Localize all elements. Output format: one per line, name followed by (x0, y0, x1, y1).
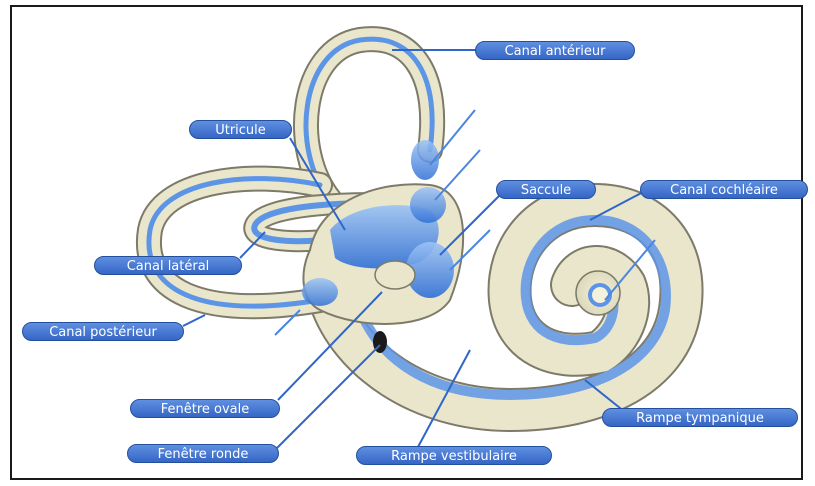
ampulla-posterior (302, 278, 338, 306)
oval-window (375, 261, 415, 289)
label-canal-anterieur: Canal antérieur (475, 41, 635, 60)
label-canal-posterieur: Canal postérieur (22, 322, 184, 341)
label-fenetre-ovale: Fenêtre ovale (130, 399, 280, 418)
pointer-canal-posterieur (183, 315, 205, 326)
pointer-fenetre-ronde (277, 345, 380, 448)
label-canal-lateral: Canal latéral (94, 256, 242, 275)
label-fenetre-ronde: Fenêtre ronde (127, 444, 279, 463)
label-rampe-vestibulaire: Rampe vestibulaire (356, 446, 552, 465)
label-utricule: Utricule (189, 120, 292, 139)
label-canal-cochleaire: Canal cochléaire (640, 180, 808, 199)
label-rampe-tympanique: Rampe tympanique (602, 408, 798, 427)
label-saccule: Saccule (496, 180, 596, 199)
